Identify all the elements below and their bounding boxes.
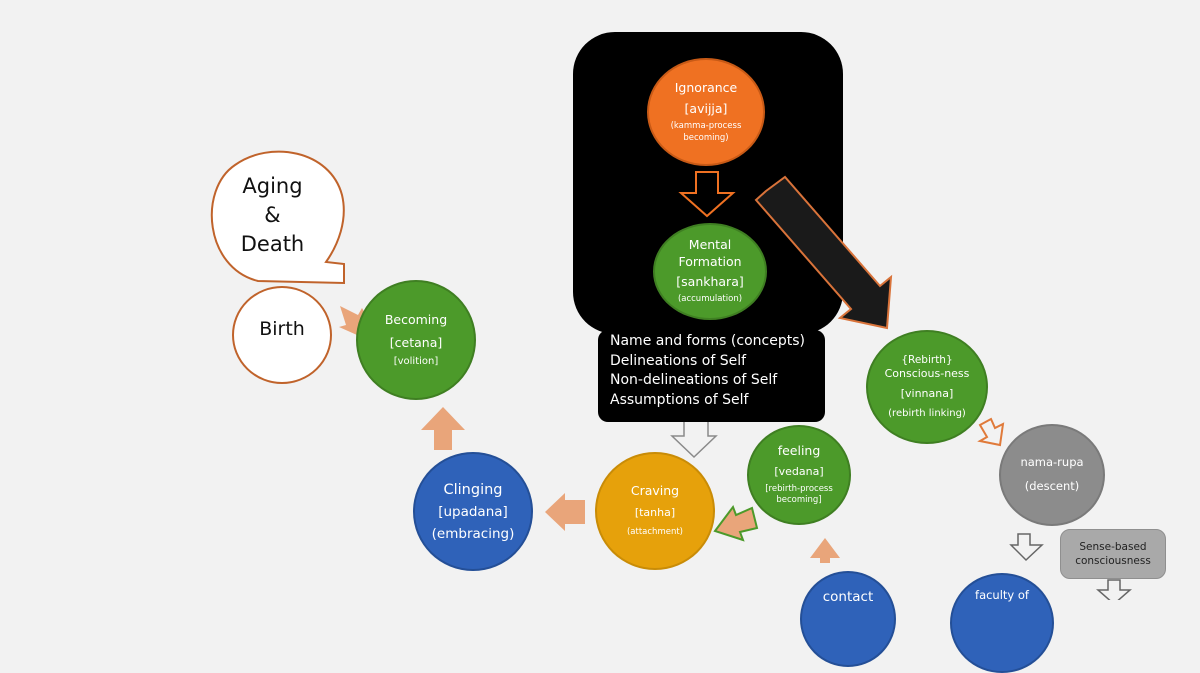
consciousness-title-2: Conscious-ness (884, 367, 970, 381)
sense-based-consciousness-box: Sense-based consciousness (1060, 529, 1166, 579)
formation-title-1: Mental (688, 237, 732, 253)
becoming-note: [volition] (393, 355, 439, 367)
contact-to-feeling-arrow (810, 538, 840, 563)
formation-note: (accumulation) (677, 294, 743, 305)
node-consciousness: {Rebirth} Conscious-ness [vinnana] (rebi… (866, 330, 988, 444)
clinging-title: Clinging (443, 481, 503, 498)
node-contact: contact (800, 571, 896, 667)
concept-line: Non-delineations of Self (610, 372, 778, 388)
sense-line-1: Sense-based (1079, 540, 1147, 553)
ampersand-line: & (264, 203, 281, 227)
feeling-pali: [vedana] (774, 465, 824, 479)
feeling-to-craving-arrow (713, 504, 759, 542)
concept-line: Name and forms (concepts) (610, 333, 805, 349)
node-feeling: feeling [vedana] [rebirth-process becomi… (747, 425, 851, 525)
self-concepts-box: Name and forms (concepts) Delineations o… (598, 330, 825, 422)
aging-line: Aging (242, 174, 303, 198)
node-ignorance: Ignorance [avijja] (kamma-process becomi… (647, 58, 765, 166)
concept-line: Assumptions of Self (610, 391, 749, 408)
craving-note: (attachment) (626, 527, 683, 538)
formation-pali: [sankhara] (676, 274, 744, 290)
node-mental-formation: Mental Formation [sankhara] (accumulatio… (653, 223, 767, 320)
clinging-note: (embracing) (431, 525, 515, 542)
ignorance-pali: [avijja] (684, 100, 728, 116)
consciousness-pali: [vinnana] (900, 387, 954, 401)
birth-label: Birth (259, 318, 305, 340)
node-craving: Craving [tanha] (attachment) (595, 452, 715, 570)
death-line: Death (240, 232, 305, 256)
clinging-pali: [upadana] (438, 503, 508, 520)
consciousness-title-1: {Rebirth} (901, 354, 953, 367)
consciousness-to-namarupa-arrow (977, 417, 1005, 447)
node-nama-rupa: nama-rupa (descent) (999, 424, 1105, 526)
aging-death-label: Aging & Death (225, 172, 320, 259)
contact-title: contact (822, 589, 874, 605)
feeling-note: [rebirth-process becoming] (765, 483, 833, 506)
connector-layer (210, 150, 1132, 600)
becoming-title: Becoming (384, 311, 448, 327)
clinging-to-becoming-arrow (421, 407, 465, 450)
concept-line: Delineations of Self (610, 352, 747, 369)
craving-to-clinging-arrow (545, 493, 585, 531)
ignorance-to-formation-arrow (678, 171, 736, 218)
concepts-to-craving-arrow (670, 419, 718, 459)
feeling-title: feeling (777, 443, 821, 459)
craving-pali: [tanha] (634, 506, 676, 520)
ignorance-title: Ignorance (674, 79, 738, 95)
becoming-pali: [cetana] (389, 334, 443, 350)
namarupa-down-arrow (1009, 533, 1044, 562)
ignorance-to-consciousness-arrow (754, 175, 893, 330)
ignorance-note: (kamma-process becoming) (670, 121, 742, 143)
aging-death-bubble (210, 150, 345, 285)
node-clinging: Clinging [upadana] (embracing) (413, 452, 533, 571)
faculty-title: faculty of (975, 588, 1029, 602)
consciousness-note: (rebirth linking) (888, 408, 966, 420)
namarupa-note: (descent) (1024, 479, 1080, 493)
formation-title-2: Formation (678, 254, 742, 270)
sense-down-arrow (1096, 579, 1132, 600)
namarupa-title: nama-rupa (1020, 455, 1084, 470)
node-faculty: faculty of (950, 573, 1054, 673)
sense-line-2: consciousness (1075, 555, 1151, 567)
birth-circle (232, 286, 332, 384)
node-becoming: Becoming [cetana] [volition] (356, 280, 476, 400)
craving-title: Craving (630, 483, 680, 499)
